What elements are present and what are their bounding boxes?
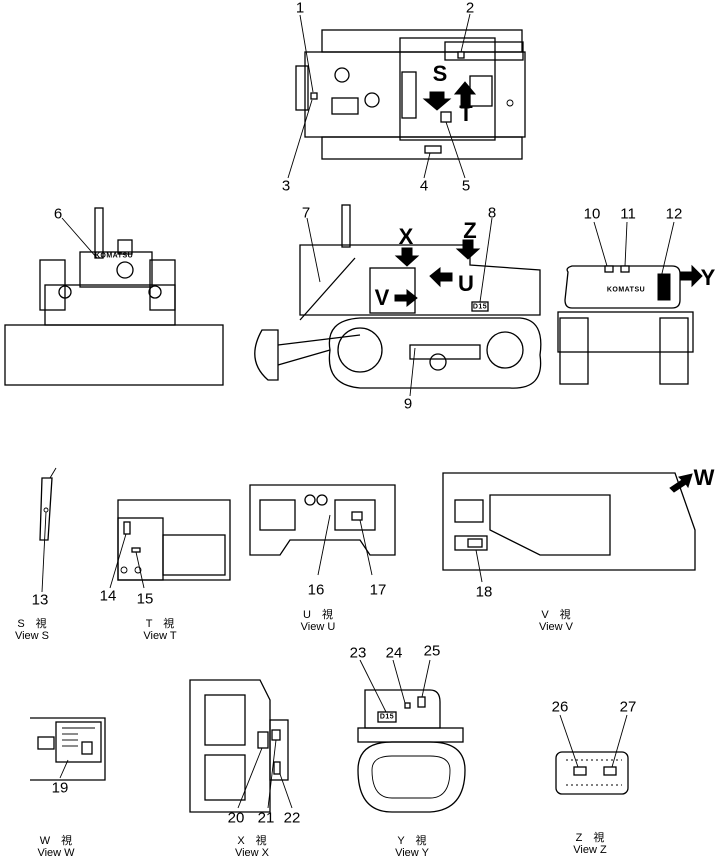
callout-21: 21 (257, 809, 275, 827)
caption-view-y: Y 視 View Y (395, 835, 429, 859)
callout-14: 14 (99, 587, 117, 605)
callout-6: 6 (53, 205, 63, 223)
caption-view-s: S 視 View S (15, 618, 49, 642)
callout-8: 8 (487, 204, 497, 222)
callout-26: 26 (551, 698, 569, 716)
callout-15: 15 (136, 590, 154, 608)
callout-9: 9 (403, 395, 413, 413)
caption-jp: V 視 (541, 609, 571, 621)
caption-view-x: X 視 View X (235, 835, 269, 859)
caption-en: View U (300, 621, 336, 633)
callout-20: 20 (227, 809, 245, 827)
caption-en: View S (14, 630, 50, 642)
callout-22: 22 (283, 809, 301, 827)
caption-en: View T (143, 630, 177, 642)
caption-jp: X 視 (237, 835, 267, 847)
side-view (254, 204, 542, 397)
caption-view-w: W 視 View W (37, 835, 74, 859)
caption-view-z: Z 視 View Z (573, 832, 606, 856)
callout-1: 1 (295, 0, 305, 17)
callout-10: 10 (583, 205, 601, 223)
brand-decal-rear: KOMATSU (606, 286, 646, 294)
rear-view (557, 221, 703, 385)
model-badge-side: D15 (472, 303, 488, 311)
callout-23: 23 (349, 644, 367, 662)
callout-11: 11 (620, 205, 636, 223)
view-letter-t: T (459, 101, 473, 126)
caption-jp: S 視 (17, 618, 47, 630)
view-s (39, 467, 57, 593)
view-letter-u: U (458, 271, 474, 296)
callout-16: 16 (307, 581, 325, 599)
caption-en: View X (234, 847, 270, 859)
caption-view-t: T 視 View T (143, 618, 176, 642)
caption-en: View W (37, 847, 75, 859)
callout-19: 19 (51, 779, 69, 797)
view-y (357, 659, 466, 813)
callout-13: 13 (31, 591, 49, 609)
callout-3: 3 (281, 177, 291, 195)
callout-5: 5 (461, 177, 471, 195)
callout-18: 18 (475, 583, 493, 601)
view-letter-y: Y (700, 265, 716, 290)
caption-en: View Z (573, 844, 607, 856)
callout-25: 25 (423, 642, 441, 660)
callout-24: 24 (385, 644, 403, 662)
caption-jp: U 視 (303, 609, 333, 621)
callout-27: 27 (619, 698, 637, 716)
view-letter-w: W (693, 465, 715, 490)
caption-jp: Z 視 (575, 832, 605, 844)
view-t (109, 499, 231, 589)
model-badge-view-y: D15 (379, 713, 395, 721)
view-u (249, 484, 396, 576)
view-letter-z: Z (463, 218, 477, 243)
caption-en: View Y (395, 847, 429, 859)
view-letter-s: S (432, 61, 448, 86)
caption-jp: W 視 (39, 835, 73, 847)
caption-jp: T 視 (145, 618, 175, 630)
callout-12: 12 (665, 205, 683, 223)
callout-4: 4 (419, 177, 429, 195)
callout-17: 17 (369, 581, 387, 599)
brand-decal-front: KOMATSU (94, 252, 134, 260)
view-letter-v: V (374, 285, 390, 310)
view-w (30, 717, 106, 781)
front-view (4, 207, 224, 386)
callout-7: 7 (301, 204, 311, 222)
view-v (442, 472, 696, 583)
view-x (189, 679, 293, 813)
view-letter-x: X (398, 224, 414, 249)
caption-jp: Y 視 (397, 835, 427, 847)
caption-view-u: U 視 View U (301, 609, 336, 633)
caption-en: View V (538, 621, 574, 633)
top-view (287, 13, 526, 179)
callout-2: 2 (465, 0, 475, 17)
caption-view-v: V 視 View V (539, 609, 573, 633)
view-z (555, 714, 629, 795)
